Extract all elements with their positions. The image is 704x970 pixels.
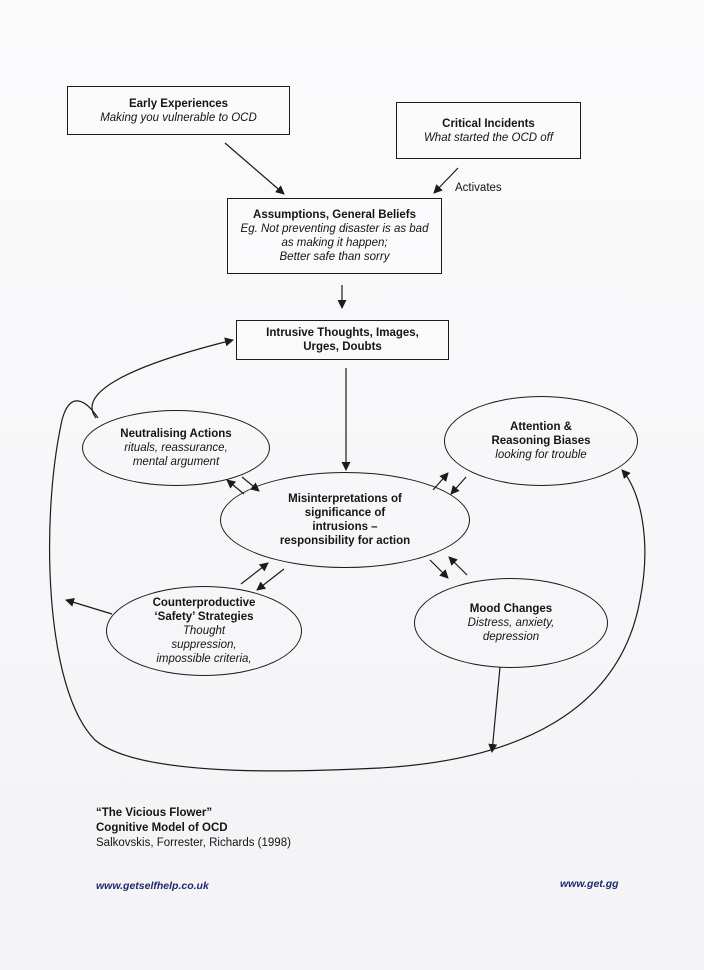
arrow-neutralising-loop: [48, 400, 646, 772]
intrusive-line-1: Intrusive Thoughts, Images,: [266, 327, 419, 339]
neutralising-title: Neutralising Actions: [120, 428, 232, 440]
early-experiences-title: Early Experiences: [128, 97, 229, 110]
assumptions-line-2: as making it happen;: [281, 237, 388, 249]
early-experiences-subtitle: Making you vulnerable to OCD: [100, 111, 257, 124]
misinterpretations-ellipse: Misinterpretations of significance of in…: [220, 472, 470, 568]
assumptions-line-3: Better safe than sorry: [279, 251, 390, 263]
caption-subtitle: Cognitive Model of OCD: [96, 822, 228, 834]
neutralising-line-1: rituals, reassurance,: [124, 442, 228, 454]
mood-line-1: Distress, anxiety,: [467, 617, 555, 629]
arrow-counter-to-loop: [65, 598, 113, 615]
attention-title-2: Reasoning Biases: [491, 435, 591, 447]
neutralising-actions-ellipse: Neutralising Actions rituals, reassuranc…: [82, 410, 270, 486]
attention-title-1: Attention &: [510, 421, 572, 433]
diagram-caption: “The Vicious Flower” Cognitive Model of …: [96, 806, 291, 851]
footer-left-url[interactable]: www.getselfhelp.co.uk: [96, 880, 209, 892]
caption-title: “The Vicious Flower”: [96, 807, 213, 819]
misinterpretations-line-4: responsibility for action: [279, 535, 411, 547]
misinterpretations-line-1: Misinterpretations of: [288, 493, 402, 505]
attention-biases-ellipse: Attention & Reasoning Biases looking for…: [444, 396, 638, 486]
critical-incidents-title: Critical Incidents: [442, 117, 535, 130]
critical-incidents-box: Critical Incidents What started the OCD …: [396, 102, 581, 159]
assumptions-title: Assumptions, General Beliefs: [253, 209, 416, 221]
misinterpretations-line-2: significance of: [304, 507, 386, 519]
arrow-early-to-assumptions: [224, 142, 285, 195]
mood-changes-ellipse: Mood Changes Distress, anxiety, depressi…: [414, 578, 608, 668]
safety-line-2: suppression,: [171, 639, 237, 651]
mood-line-2: depression: [482, 631, 540, 643]
activates-label: Activates: [455, 182, 502, 194]
caption-citation: Salkovskis, Forrester, Richards (1998): [96, 837, 291, 849]
neutralising-line-2: mental argument: [132, 456, 220, 468]
early-experiences-box: Early Experiences Making you vulnerable …: [67, 86, 290, 135]
assumptions-box: Assumptions, General Beliefs Eg. Not pre…: [227, 198, 442, 274]
mood-title: Mood Changes: [469, 603, 553, 615]
critical-incidents-subtitle: What started the OCD off: [423, 131, 554, 144]
arrow-counter-to-misinterp: [240, 562, 269, 585]
arrow-mood-to-loop: [488, 666, 501, 753]
assumptions-line-1: Eg. Not preventing disaster is as bad: [240, 223, 429, 235]
arrow-misinterp-to-neutralising: [226, 479, 245, 495]
safety-line-3: impossible criteria,: [156, 653, 252, 665]
safety-title-2: ‘Safety’ Strategies: [154, 611, 254, 623]
arrow-misinterp-to-counter: [256, 568, 285, 591]
footer-right-url[interactable]: www.get.gg: [560, 878, 619, 890]
arrow-misinterp-to-mood: [429, 559, 449, 579]
arrow-attention-to-misinterp: [450, 476, 467, 495]
intrusive-line-2: Urges, Doubts: [303, 341, 382, 353]
safety-line-1: Thought: [182, 625, 226, 637]
arrow-left-loop-to-intrusive: [91, 337, 234, 419]
attention-subtitle: looking for trouble: [495, 449, 587, 461]
intrusive-thoughts-box: Intrusive Thoughts, Images, Urges, Doubt…: [236, 320, 449, 360]
safety-title-1: Counterproductive: [152, 597, 256, 609]
arrow-mood-to-misinterp: [448, 556, 468, 576]
arrow-critical-to-assumptions: [433, 167, 459, 194]
safety-strategies-ellipse: Counterproductive ‘Safety’ Strategies Th…: [106, 586, 302, 676]
misinterpretations-line-3: intrusions –: [312, 521, 378, 533]
